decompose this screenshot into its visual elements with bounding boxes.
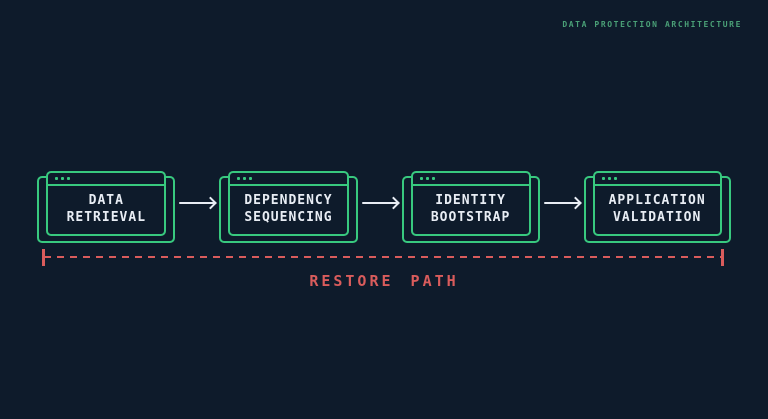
terminal-window: DEPENDENCY SEQUENCING xyxy=(228,171,349,236)
flow-node-application-validation: APPLICATION VALIDATION xyxy=(583,171,731,243)
window-titlebar xyxy=(230,173,347,186)
flow-node-identity-bootstrap: IDENTITY BOOTSTRAP xyxy=(401,171,540,243)
node-label-line: VALIDATION xyxy=(613,210,702,225)
window-dot xyxy=(237,177,241,180)
flow-diagram: DATA RETRIEVAL DEPENDENCY SEQUENCING xyxy=(0,171,768,243)
window-dots-icon xyxy=(55,177,71,180)
window-dot xyxy=(425,177,429,180)
restore-path-line xyxy=(42,249,724,266)
restore-path-label: RESTORE PATH xyxy=(309,272,459,290)
window-dot xyxy=(419,177,423,180)
terminal-window: APPLICATION VALIDATION xyxy=(592,171,722,236)
node-label-line: BOOTSTRAP xyxy=(430,210,511,225)
window-dots-icon xyxy=(601,177,617,180)
flow-arrow-icon xyxy=(361,202,398,204)
page-title: DATA PROTECTION ARCHITECTURE xyxy=(562,20,742,29)
node-label-line: RETRIEVAL xyxy=(66,210,147,225)
window-dot xyxy=(67,177,71,180)
node-label-line: DATA xyxy=(88,193,124,208)
window-dot xyxy=(249,177,253,180)
window-dot xyxy=(61,177,65,180)
node-label-line: IDENTITY xyxy=(435,193,506,208)
window-dot xyxy=(55,177,59,180)
flow-arrow-icon xyxy=(179,202,216,204)
window-dot xyxy=(613,177,617,180)
window-titlebar xyxy=(594,173,720,186)
flow-arrow-icon xyxy=(543,202,580,204)
window-dot xyxy=(243,177,247,180)
window-dots-icon xyxy=(237,177,253,180)
window-dot xyxy=(431,177,435,180)
flow-node-dependency-sequencing: DEPENDENCY SEQUENCING xyxy=(219,171,358,243)
terminal-window: IDENTITY BOOTSTRAP xyxy=(410,171,531,236)
window-titlebar xyxy=(412,173,529,186)
flow-node-data-retrieval: DATA RETRIEVAL xyxy=(37,171,176,243)
window-titlebar xyxy=(48,173,165,186)
node-label: DATA RETRIEVAL xyxy=(48,186,164,234)
node-label: APPLICATION VALIDATION xyxy=(595,186,720,234)
window-dot xyxy=(607,177,611,180)
node-label: IDENTITY BOOTSTRAP xyxy=(413,186,529,234)
node-label-line: DEPENDENCY xyxy=(244,193,333,208)
window-dot xyxy=(601,177,605,180)
node-label: DEPENDENCY SEQUENCING xyxy=(230,186,346,234)
terminal-window: DATA RETRIEVAL xyxy=(46,171,167,236)
node-label-line: SEQUENCING xyxy=(244,210,333,225)
node-label-line: APPLICATION xyxy=(608,193,706,208)
window-dots-icon xyxy=(419,177,435,180)
